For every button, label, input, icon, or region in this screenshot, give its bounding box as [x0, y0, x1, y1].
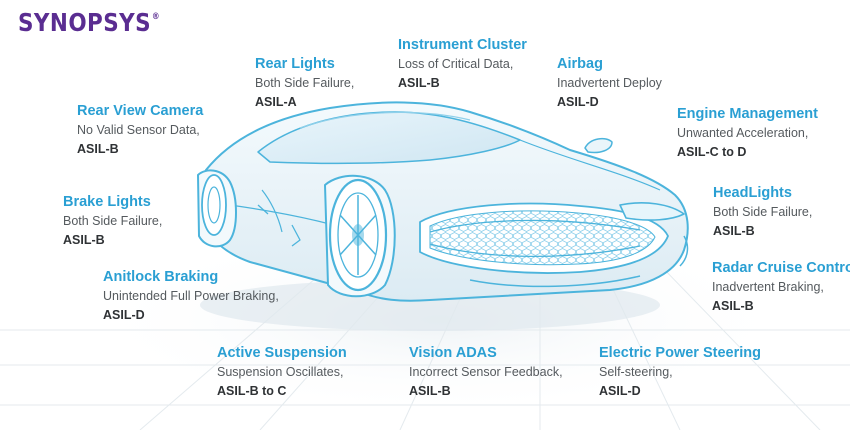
label-vision-adas: Vision ADAS Incorrect Sensor Feedback, A… [409, 343, 563, 401]
component-title: Active Suspension [217, 345, 347, 361]
failure-description: Suspension Oscillates, [217, 365, 344, 379]
label-engine-management: Engine Management Unwanted Acceleration,… [677, 104, 818, 162]
failure-description: No Valid Sensor Data, [77, 123, 200, 137]
component-title: Brake Lights [63, 194, 151, 210]
failure-description: Self-steering, [599, 365, 673, 379]
label-brake-lights: Brake Lights Both Side Failure, ASIL-B [63, 192, 162, 250]
component-title: Airbag [557, 56, 603, 72]
component-title: Engine Management [677, 106, 818, 122]
label-instrument-cluster: Instrument Cluster Loss of Critical Data… [398, 35, 527, 93]
label-electric-power-steering: Electric Power Steering Self-steering, A… [599, 343, 761, 401]
asil-rating: ASIL-B to C [217, 384, 287, 398]
asil-rating: ASIL-B [409, 384, 451, 398]
asil-rating: ASIL-B [77, 142, 119, 156]
synopsys-logo: SYNOPSYS® [18, 8, 160, 37]
failure-description: Unintended Full Power Braking, [103, 289, 279, 303]
asil-rating: ASIL-B [398, 76, 440, 90]
component-title: Instrument Cluster [398, 37, 527, 53]
car-body [197, 101, 689, 331]
asil-rating: ASIL-B [713, 224, 755, 238]
failure-description: Unwanted Acceleration, [677, 126, 809, 140]
failure-description: Inadvertent Braking, [712, 280, 824, 294]
component-title: HeadLights [713, 185, 792, 201]
label-radar-cruise-control: Radar Cruise Control Inadvertent Braking… [712, 258, 850, 316]
asil-rating: ASIL-C to D [677, 145, 747, 159]
failure-description: Incorrect Sensor Feedback, [409, 365, 563, 379]
asil-rating: ASIL-B [712, 299, 754, 313]
component-title: Electric Power Steering [599, 345, 761, 361]
label-active-suspension: Active Suspension Suspension Oscillates,… [217, 343, 347, 401]
component-title: Anitlock Braking [103, 269, 219, 285]
logo-registered-mark: ® [151, 12, 161, 22]
component-title: Radar Cruise Control [712, 260, 850, 276]
label-headlights: HeadLights Both Side Failure, ASIL-B [713, 183, 812, 241]
failure-description: Loss of Critical Data, [398, 57, 514, 71]
failure-description: Both Side Failure, [713, 205, 813, 219]
component-title: Rear View Camera [77, 103, 204, 119]
failure-description: Both Side Failure, [255, 76, 355, 90]
label-airbag: Airbag Inadvertent Deploy ASIL-D [557, 54, 662, 112]
label-rear-view-camera: Rear View Camera No Valid Sensor Data, A… [77, 101, 203, 159]
label-rear-lights: Rear Lights Both Side Failure, ASIL-A [255, 54, 354, 112]
label-antilock-braking: Anitlock Braking Unintended Full Power B… [103, 267, 279, 325]
asil-rating: ASIL-A [255, 95, 297, 109]
asil-rating: ASIL-D [599, 384, 641, 398]
asil-rating: ASIL-B [63, 233, 105, 247]
failure-description: Inadvertent Deploy [557, 76, 662, 90]
asil-rating: ASIL-D [103, 308, 145, 322]
component-title: Vision ADAS [409, 345, 497, 361]
component-title: Rear Lights [255, 56, 335, 72]
logo-text: SYNOPSYS [18, 8, 152, 37]
failure-description: Both Side Failure, [63, 214, 163, 228]
asil-rating: ASIL-D [557, 95, 599, 109]
